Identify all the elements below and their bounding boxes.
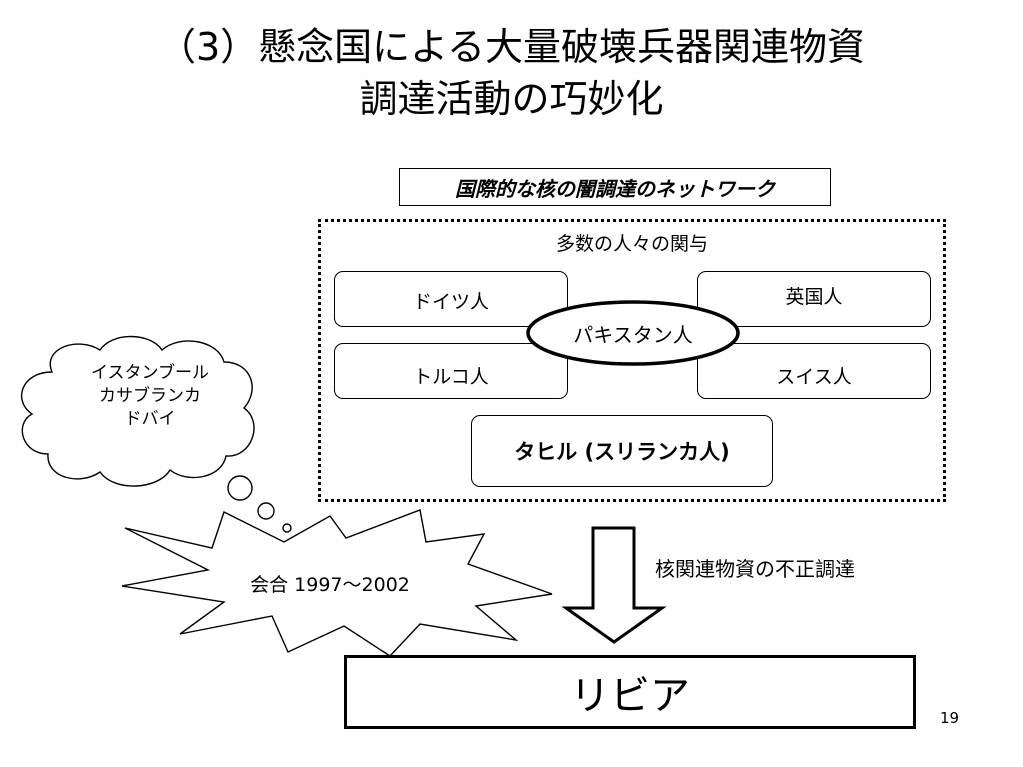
thought-cloud-text: イスタンブール カサブランカ ドバイ	[40, 362, 260, 431]
meeting-burst	[121, 509, 553, 657]
arrow-down-icon	[561, 526, 667, 644]
cloud-city-casablanca: カサブランカ	[99, 386, 201, 406]
participant-pakistani-ellipse	[526, 300, 740, 366]
flow-label: 核関連物資の不正調達	[655, 557, 855, 581]
participant-german-label: ドイツ人	[412, 291, 489, 313]
destination-box: リビア	[344, 655, 916, 729]
slide-title-line2: 調達活動の巧妙化	[359, 77, 664, 121]
destination-label: リビア	[570, 673, 690, 719]
participant-turkish: トルコ人	[334, 343, 568, 399]
participant-british-label: 英国人	[785, 286, 843, 308]
cloud-city-istanbul: イスタンブール	[91, 363, 209, 383]
meeting-label: 会合 1997〜2002	[250, 574, 410, 596]
thought-cloud	[21, 335, 292, 533]
participant-german: ドイツ人	[334, 271, 568, 327]
participant-tahir-label: タヒル (スリランカ人)	[514, 440, 730, 464]
network-title: 国際的な核の闇調達のネットワーク	[399, 168, 831, 206]
participant-turkish-label: トルコ人	[413, 366, 489, 388]
participant-swiss: スイス人	[697, 343, 931, 399]
participant-british: 英国人	[697, 271, 931, 327]
participant-pakistani-label: パキスタン人	[573, 323, 693, 347]
cloud-city-dubai: ドバイ	[124, 409, 176, 429]
slide-number: 19	[940, 709, 960, 727]
network-region	[318, 219, 946, 502]
participant-tahir: タヒル (スリランカ人)	[471, 415, 773, 487]
participant-swiss-label: スイス人	[776, 366, 852, 388]
network-caption: 多数の人々の関与	[555, 233, 708, 255]
slide-title-line1: （3）懸念国による大量破壊兵器関連物資	[157, 25, 866, 69]
